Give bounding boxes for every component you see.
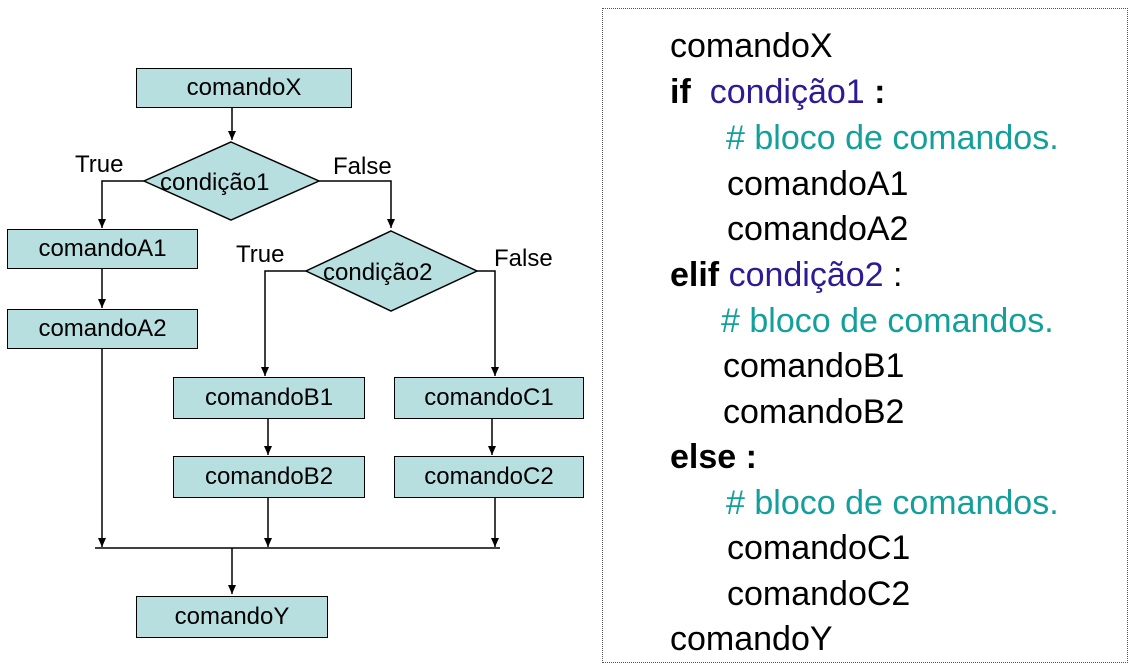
comandoX-box: comandoX — [136, 68, 352, 108]
code-comment-2: # bloco de comandos. — [721, 302, 1054, 340]
code-line-comandoC2: comandoC2 — [727, 575, 911, 613]
arrow-cond1-true — [98, 180, 144, 228]
arrow-cond2-false — [477, 270, 499, 376]
comandoC1-box: comandoC1 — [394, 377, 584, 419]
flowchart: comandoX condição1 True False comandoA1 … — [7, 68, 584, 638]
comandoA1-label: comandoA1 — [38, 235, 167, 262]
if-condition: condição1 — [709, 73, 865, 111]
elif-colon: : — [893, 256, 903, 294]
comandoA1-box: comandoA1 — [7, 229, 198, 269]
code-line-comandoA1: comandoA1 — [727, 165, 909, 203]
comandoC2-label: comandoC2 — [424, 463, 554, 490]
comandoC2-box: comandoC2 — [394, 456, 584, 498]
comandoA2-box: comandoA2 — [7, 309, 198, 349]
code-line-comandoX: comandoX — [670, 27, 833, 65]
code-line-comandoB1: comandoB1 — [723, 347, 905, 385]
code-panel: comandoX if condição1 : # bloco de coman… — [602, 8, 1128, 663]
code-comment-3: # bloco de comandos. — [726, 484, 1059, 522]
code-comment-1: # bloco de comandos. — [726, 119, 1059, 157]
cond1-true-label: True — [75, 151, 124, 178]
code-line-if: if condição1 : — [670, 75, 885, 109]
comandoB2-label: comandoB2 — [204, 463, 334, 490]
condicao2-label: condição2 — [323, 259, 433, 286]
code-line-comandoC1: comandoC1 — [727, 529, 911, 567]
comandoY-label: comandoY — [174, 603, 290, 630]
code-line-comandoA2: comandoA2 — [727, 210, 909, 248]
decision-diamond-2 — [304, 230, 479, 312]
arrow-cond1-false — [319, 180, 395, 228]
cond2-true-label: True — [236, 241, 285, 268]
comandoY-box: comandoY — [136, 596, 328, 638]
decision-diamond-1 — [142, 141, 321, 221]
if-colon: : — [874, 73, 886, 111]
if-keyword: if — [670, 73, 691, 111]
comandoB1-box: comandoB1 — [173, 377, 365, 419]
comandoB2-box: comandoB2 — [173, 456, 365, 498]
condicao1-label: condição1 — [160, 169, 270, 196]
comandoA2-label: comandoA2 — [38, 315, 167, 342]
comandoC1-label: comandoC1 — [424, 384, 554, 411]
cond2-false-label: False — [494, 245, 553, 272]
elif-keyword: elif — [670, 256, 720, 294]
elif-condition: condição2 — [728, 256, 884, 294]
code-line-else: else : — [670, 438, 757, 476]
cond1-false-label: False — [333, 153, 392, 180]
comandoX-label: comandoX — [186, 74, 302, 101]
comandoB1-label: comandoB1 — [204, 384, 334, 411]
code-line-comandoB2: comandoB2 — [723, 393, 905, 431]
arrow-cond2-true — [261, 270, 306, 376]
flowchart-connectors — [95, 107, 500, 594]
code-line-elif: elif condição2 : — [670, 258, 903, 292]
code-line-comandoY: comandoY — [670, 620, 833, 658]
